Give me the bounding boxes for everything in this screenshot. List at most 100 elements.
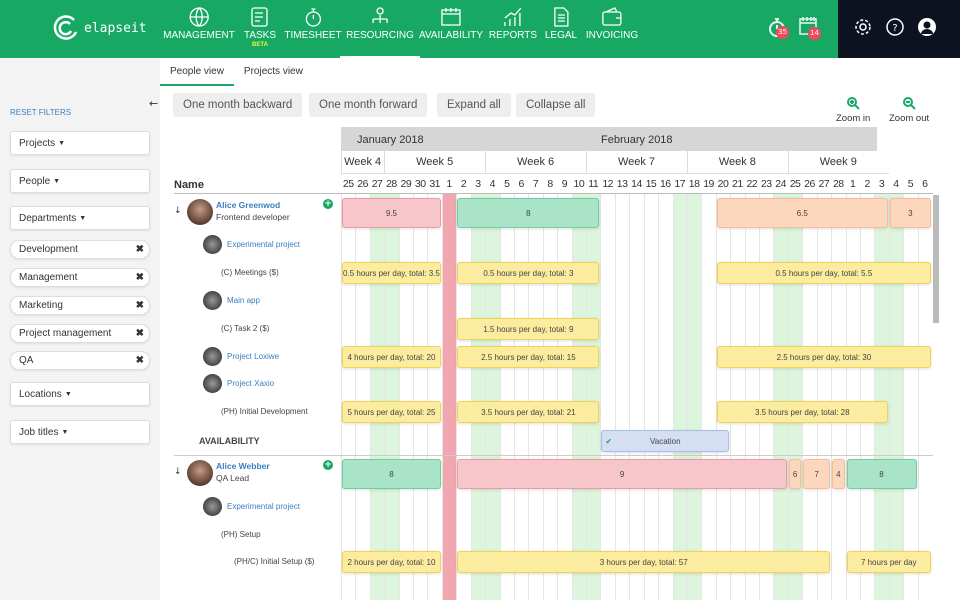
assignment-bar[interactable]: 2.5 hours per day, total: 15 — [457, 346, 600, 368]
day-label: 3 — [878, 178, 885, 190]
nav-resourcing[interactable]: RESOURCING — [340, 6, 420, 60]
nav-label: LEGAL — [544, 30, 578, 41]
assignment-bar[interactable]: 5 hours per day, total: 25 — [342, 401, 441, 423]
zoom-out-button[interactable]: Zoom out — [889, 96, 929, 124]
remove-filter-icon[interactable]: ✖ — [135, 328, 144, 339]
logo[interactable]: elapseit — [52, 14, 147, 42]
nav-availability[interactable]: AVAILABILITY — [419, 6, 483, 41]
remove-filter-icon[interactable]: ✖ — [135, 272, 144, 283]
allocation-bar[interactable]: 8 — [846, 459, 917, 489]
filter-label: Departments — [19, 212, 77, 224]
zoom-in-button[interactable]: Zoom in — [836, 96, 870, 124]
settings-icon[interactable] — [853, 17, 873, 37]
collapse-arrow-icon[interactable]: ↓ — [174, 206, 182, 216]
one-month-backward-button[interactable]: One month backward — [173, 93, 303, 117]
project-link[interactable]: Main app — [227, 296, 260, 305]
nav-management[interactable]: MANAGEMENT — [163, 6, 235, 41]
allocation-bar[interactable]: 9 — [457, 459, 787, 489]
assignment-bar[interactable]: 7 hours per day — [846, 551, 931, 573]
day-label: 27 — [818, 178, 830, 190]
assignment-bar[interactable]: 0.5 hours per day, total: 5.5 — [716, 262, 931, 284]
day-column — [672, 194, 687, 600]
assignment-bar[interactable]: 3 hours per day, total: 57 — [457, 551, 831, 573]
assignment-bar[interactable]: 0.5 hours per day, total: 3.5 — [342, 262, 441, 284]
resourcing-icon — [372, 7, 388, 23]
filter-marketing[interactable]: Marketing✖ — [10, 296, 150, 315]
day-label: 6 — [922, 178, 928, 190]
one-month-forward-button[interactable]: One month forward — [309, 93, 428, 117]
nav-label: TASKS — [243, 30, 277, 41]
allocation-bar[interactable]: 9.5 — [342, 198, 441, 228]
bar-label: 2 hours per day, total: 10 — [347, 557, 436, 567]
add-assignment-icon[interactable]: + — [323, 460, 333, 470]
filter-locations[interactable]: Locations▼ — [10, 382, 150, 406]
person-name[interactable]: Alice Greenwod — [216, 200, 281, 210]
bar-label: 0.5 hours per day, total: 3.5 — [343, 268, 440, 278]
project-link[interactable]: Experimental project — [227, 240, 300, 249]
assignment-bar[interactable]: 3.5 hours per day, total: 28 — [716, 401, 888, 423]
user-avatar-icon[interactable] — [917, 17, 937, 37]
day-label: 26 — [804, 178, 815, 190]
filter-project-management[interactable]: Project management✖ — [10, 324, 150, 343]
allocation-bar[interactable]: 4 — [832, 459, 845, 489]
filter-development[interactable]: Development✖ — [10, 240, 150, 259]
tab-people-view[interactable]: People view — [160, 58, 234, 86]
calendar-button[interactable]: 14 — [798, 16, 821, 40]
filter-job-titles[interactable]: Job titles▼ — [10, 420, 150, 444]
day-label: 25 — [789, 178, 801, 190]
assignment-bar[interactable]: 0.5 hours per day, total: 3 — [457, 262, 600, 284]
allocation-bar[interactable]: 3 — [889, 198, 931, 228]
nav-timesheet[interactable]: TIMESHEET — [284, 6, 342, 41]
expand-all-button[interactable]: Expand all — [437, 93, 511, 117]
task-label: (PH/C) Initial Setup ($) — [234, 557, 315, 566]
wallet-icon — [602, 7, 622, 26]
nav-legal[interactable]: LEGAL — [545, 6, 577, 41]
tab-projects-view[interactable]: Projects view — [243, 66, 303, 77]
filter-management[interactable]: Management✖ — [10, 268, 150, 287]
remove-filter-icon[interactable]: ✖ — [135, 300, 144, 311]
allocation-bar[interactable]: 8 — [457, 198, 600, 228]
day-label: 13 — [616, 178, 628, 190]
calendar-icon — [441, 8, 461, 26]
bar-label: 6 — [792, 469, 798, 479]
filter-people[interactable]: People▼ — [10, 169, 150, 193]
assignment-bar[interactable]: 4 hours per day, total: 20 — [342, 346, 441, 368]
day-column — [787, 194, 803, 600]
month-header — [341, 127, 877, 151]
assignment-bar[interactable]: 2.5 hours per day, total: 30 — [716, 346, 931, 368]
bar-label: 3.5 hours per day, total: 21 — [481, 407, 576, 417]
day-label: 30 — [414, 178, 426, 190]
collapse-arrow-icon[interactable]: ↓ — [174, 467, 182, 477]
filter-projects[interactable]: Projects▼ — [10, 131, 150, 155]
vertical-scrollbar[interactable] — [933, 195, 939, 323]
allocation-bar[interactable]: 7 — [803, 459, 831, 489]
nav-reports[interactable]: REPORTS — [489, 6, 537, 41]
help-icon[interactable]: ? — [885, 17, 905, 37]
add-assignment-icon[interactable]: + — [323, 199, 333, 209]
project-avatar — [203, 291, 222, 310]
allocation-bar[interactable]: 6 — [788, 459, 802, 489]
day-label: 11 — [588, 178, 599, 190]
remove-filter-icon[interactable]: ✖ — [135, 244, 144, 255]
filter-qa[interactable]: QA✖ — [10, 351, 150, 370]
allocation-bar[interactable]: 6.5 — [716, 198, 888, 228]
tasks-icon — [251, 7, 268, 27]
assignment-bar[interactable]: 1.5 hours per day, total: 9 — [457, 318, 600, 340]
assignment-bar[interactable]: 3.5 hours per day, total: 21 — [457, 401, 600, 423]
vacation-bar[interactable]: ✔Vacation — [601, 430, 730, 452]
remove-filter-icon[interactable]: ✖ — [135, 355, 144, 366]
collapse-all-button[interactable]: Collapse all — [516, 93, 596, 117]
day-label: 2 — [864, 178, 870, 190]
project-link[interactable]: Project Xaxio — [227, 379, 275, 388]
project-link[interactable]: Project Loxiwe — [227, 352, 280, 361]
collapse-sidebar-arrow-icon[interactable]: ← — [149, 97, 159, 110]
allocation-bar[interactable]: 8 — [342, 459, 441, 489]
nav-invoicing[interactable]: INVOICING — [586, 6, 638, 41]
timer-button[interactable]: 35 — [767, 16, 789, 42]
project-link[interactable]: Experimental project — [227, 502, 300, 511]
reset-filters-link[interactable]: RESET FILTERS — [10, 108, 72, 117]
assignment-bar[interactable]: 2 hours per day, total: 10 — [342, 551, 441, 573]
person-name[interactable]: Alice Webber — [216, 461, 270, 471]
filter-departments[interactable]: Departments▼ — [10, 206, 150, 230]
